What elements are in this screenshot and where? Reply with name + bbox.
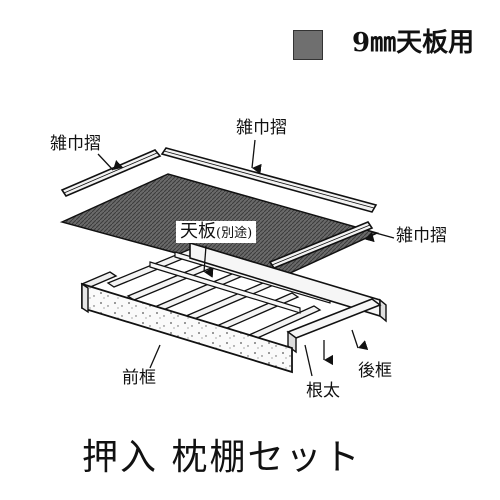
zakin-strip-right <box>268 221 374 269</box>
zakin-strip-left <box>60 149 162 197</box>
legend-swatch <box>293 30 323 60</box>
label-rear-frame: 後框 <box>358 361 392 381</box>
shelf-frame <box>80 241 387 374</box>
label-zakin-right: 雑巾摺 <box>396 226 447 246</box>
label-top-board-note: (別途) <box>216 226 253 241</box>
legend-text: 9㎜天板用 <box>352 28 475 58</box>
label-front-frame: 前框 <box>122 368 156 388</box>
callout-arrows <box>97 139 395 377</box>
label-joist: 根太 <box>306 381 340 401</box>
label-top-board-text: 天板 <box>180 221 216 242</box>
label-top-board: 天板(別途) <box>176 221 257 243</box>
product-title: 押入 枕棚セット <box>82 437 362 478</box>
zakin-strip-top <box>160 147 378 213</box>
label-zakin-left: 雑巾摺 <box>50 134 101 154</box>
label-zakin-top: 雑巾摺 <box>236 118 287 138</box>
